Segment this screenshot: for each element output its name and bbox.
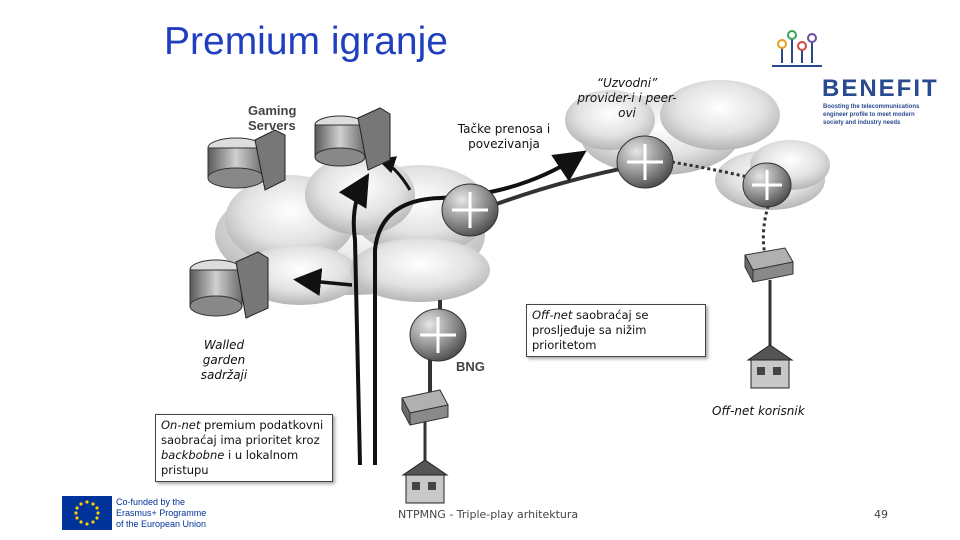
eu-erasmus-logo: Co-funded by the Erasmus+ Programme of t… [62, 494, 238, 532]
walled-garden-server [189, 251, 269, 319]
router-core [441, 183, 499, 237]
off-net-traffic-callout: Off-net saobraćaj se prosljeđuje sa niži… [526, 304, 706, 357]
on-net-text-2: i u lokalnom pristupu [161, 448, 299, 477]
gaming-server-1 [207, 129, 286, 191]
backbone-em: backbobne [161, 448, 225, 462]
benefit-tree-icon [772, 30, 822, 67]
benefit-tagline-1: Boosting the telecommunications [823, 104, 920, 110]
points-of-transfer-label: Tačke prenosa i povezivanja [457, 122, 551, 151]
house-right [746, 344, 794, 389]
page-number: 49 [874, 508, 888, 521]
router-bng [409, 308, 467, 362]
footer-text: NTPMNG - Triple-play arhitektura [398, 508, 579, 521]
upstream-cloud [565, 80, 780, 175]
bng-label: BNG [456, 359, 485, 374]
dslam-left [401, 389, 449, 426]
slide-title: Premium igranje [164, 20, 448, 63]
traffic-arrows [293, 150, 587, 466]
walled-garden-label: Walled garden sadržaji [200, 338, 248, 382]
gaming-servers-label: Gaming Servers [248, 103, 297, 133]
on-net-traffic-callout: On-net premium podatkovni saobraćaj ima … [155, 414, 333, 482]
eu-line-3: of the European Union [116, 519, 206, 529]
router-right [742, 162, 792, 208]
eu-line-2: Erasmus+ Programme [116, 508, 206, 518]
off-net-user-label: Off-net korisnik [712, 404, 805, 418]
eu-line-1: Co-funded by the [116, 497, 185, 507]
on-net-em: On-net [161, 418, 201, 432]
router-upstream [616, 135, 674, 189]
label-mask [710, 420, 790, 426]
off-net-em: Off-net [532, 308, 573, 322]
benefit-wordmark: BENEFIT [822, 75, 939, 102]
on-net-text-1: premium podatkovni saobraćaj ima priorit… [161, 418, 324, 447]
eu-stars-icon [74, 500, 100, 526]
off-net-text: saobraćaj se prosljeđuje sa nižim priori… [532, 308, 649, 352]
benefit-tagline-2: engineer profile to meet modern [823, 112, 915, 118]
gaming-server-2 [314, 107, 391, 171]
house-left [401, 459, 449, 504]
upstream-providers-label: “Uzvodni” provider-i i peer-ovi [577, 76, 677, 120]
benefit-tagline-3: society and industry needs [823, 120, 901, 126]
dslam-right [744, 247, 794, 283]
core-cloud [215, 155, 490, 305]
benefit-logo: BENEFIT Boosting the telecommunications … [768, 28, 946, 138]
